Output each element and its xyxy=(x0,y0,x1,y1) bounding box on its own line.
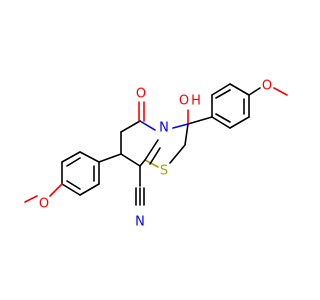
bond xyxy=(215,113,231,123)
bond xyxy=(49,183,63,197)
bond xyxy=(139,120,156,131)
bond xyxy=(149,147,161,165)
bond xyxy=(61,151,81,163)
oxygen-atom-methoxy-top: O xyxy=(262,79,272,94)
bond xyxy=(139,159,146,167)
bond xyxy=(229,116,250,129)
nitrogen-atom-ring: N xyxy=(159,121,169,136)
bond xyxy=(169,144,186,164)
bond xyxy=(273,87,288,96)
bond xyxy=(120,120,141,133)
hydrogen-atom-hydroxy: H xyxy=(191,94,201,109)
bond xyxy=(229,83,250,96)
bond xyxy=(211,83,231,96)
bond xyxy=(79,183,100,196)
nitrogen-atom-nitrile: N xyxy=(135,215,145,230)
bond xyxy=(184,123,189,146)
bond xyxy=(172,123,189,129)
bond xyxy=(61,183,81,196)
bond xyxy=(211,116,231,129)
bond xyxy=(98,153,122,163)
molecule-structure: O O H N S O xyxy=(24,79,288,230)
pyridine-ring xyxy=(120,120,161,167)
bond xyxy=(187,116,213,125)
sulfur-atom-ring: S xyxy=(160,164,168,179)
thiazolidine-ring xyxy=(144,123,189,168)
bond xyxy=(215,89,231,99)
oxygen-atom-methoxy-left: O xyxy=(39,197,49,212)
bond xyxy=(120,153,141,167)
bond xyxy=(79,151,100,163)
methoxyphenyl-ring-top-right xyxy=(211,83,250,129)
bond xyxy=(66,180,81,190)
bond xyxy=(248,87,261,96)
bond xyxy=(144,139,159,161)
oxygen-atom-carbonyl: O xyxy=(136,87,146,102)
molecule-canvas: O O H N S O xyxy=(24,78,288,230)
bond xyxy=(24,195,38,203)
oxygen-atom-hydroxy: O xyxy=(179,94,189,109)
bond xyxy=(144,159,159,168)
methoxyphenyl-ring-lower-left xyxy=(61,151,100,196)
bond xyxy=(66,157,81,167)
